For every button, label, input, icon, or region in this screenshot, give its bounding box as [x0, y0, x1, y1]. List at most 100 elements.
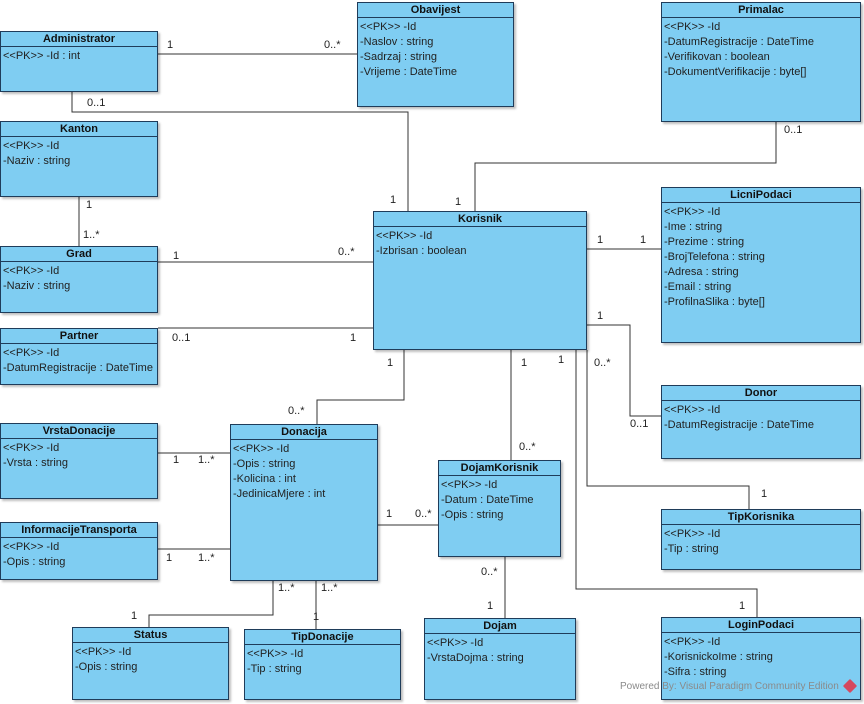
mult-status-donacija-to: 1..*: [278, 582, 295, 594]
class-dojamkorisnik[interactable]: DojamKorisnik <<PK>> -Id -Datum : DateTi…: [438, 460, 561, 557]
attribute: -Vrsta : string: [3, 457, 68, 469]
class-grad[interactable]: Grad <<PK>> -Id -Naziv : string: [0, 246, 158, 313]
class-partner[interactable]: Partner <<PK>> -Id -DatumRegistracije : …: [0, 328, 158, 385]
attribute: <<PK>> -Id: [427, 637, 484, 649]
class-licnipodaci[interactable]: LicniPodaci <<PK>> -Id -Ime : string -Pr…: [661, 187, 861, 343]
class-administrator[interactable]: Administrator <<PK>> -Id : int: [0, 31, 158, 92]
class-donor[interactable]: Donor <<PK>> -Id -DatumRegistracije : Da…: [661, 385, 861, 459]
attribute: -Izbrisan : boolean: [376, 245, 467, 257]
attribute: -DokumentVerifikacije : byte[]: [664, 66, 807, 78]
attribute: <<PK>> -Id: [376, 230, 433, 242]
class-name: Partner: [1, 329, 157, 344]
attribute: <<PK>> -Id: [3, 541, 60, 553]
mult-donacija-dojamkorisnik-to: 0..*: [415, 508, 432, 520]
mult-korisnik-donacija-from: 1: [387, 357, 394, 369]
mult-administrator-korisnik-from: 0..1: [87, 97, 106, 109]
class-dojam[interactable]: Dojam <<PK>> -Id -VrstaDojma : string: [424, 618, 576, 700]
attribute: -DatumRegistracije : DateTime: [3, 362, 153, 374]
assoc-korisnik-donacija: [316, 350, 405, 424]
class-name: TipDonacije: [245, 630, 400, 645]
mult-primalac-korisnik-from: 0..1: [784, 124, 803, 136]
class-status[interactable]: Status <<PK>> -Id -Opis : string: [72, 627, 229, 700]
attribute: -Tip : string: [247, 663, 302, 675]
attribute: <<PK>> -Id: [3, 347, 60, 359]
attribute: -Prezime : string: [664, 236, 745, 248]
mult-korisnik-loginpodaci-to: 1: [739, 600, 746, 612]
class-obavijest[interactable]: Obavijest <<PK>> -Id -Naslov : string -S…: [357, 2, 514, 107]
attribute: -Email : string: [664, 281, 732, 293]
attribute: <<PK>> -Id: [75, 646, 132, 658]
attribute: -Naziv : string: [3, 155, 71, 167]
class-name: Kanton: [1, 122, 157, 137]
attribute: <<PK>> -Id: [360, 21, 417, 33]
mult-korisnik-dojamkorisnik-to: 0..*: [519, 441, 536, 453]
mult-tipdonacije-donacija-from: 1: [313, 611, 320, 623]
mult-korisnik-licnipodaci-to: 1: [640, 234, 647, 246]
attribute: -Opis : string: [3, 556, 66, 568]
visual-paradigm-logo-icon: [842, 679, 857, 694]
attribute: -Tip : string: [664, 543, 719, 555]
attribute: -Opis : string: [233, 458, 296, 470]
class-name: Donacija: [231, 425, 377, 440]
attribute: -Ime : string: [664, 221, 723, 233]
class-name: Donor: [662, 386, 860, 401]
mult-vrstadonacije-donacija-from: 1: [173, 454, 180, 466]
attribute: <<PK>> -Id: [3, 140, 60, 152]
attribute: -Naslov : string: [360, 36, 434, 48]
class-kanton[interactable]: Kanton <<PK>> -Id -Naziv : string: [0, 121, 158, 197]
mult-korisnik-loginpodaci-from: 1: [558, 354, 565, 366]
attribute-list: <<PK>> -Id -Naziv : string: [1, 262, 157, 294]
attribute: <<PK>> -Id : int: [3, 50, 81, 62]
mult-informacijetransporta-donacija-from: 1: [166, 552, 173, 564]
class-name: LoginPodaci: [662, 618, 860, 633]
attribute: <<PK>> -Id: [233, 443, 290, 455]
assoc-administrator-korisnik: [71, 92, 409, 211]
watermark-text: Powered By: Visual Paradigm Community Ed…: [620, 681, 839, 692]
class-primalac[interactable]: Primalac <<PK>> -Id -DatumRegistracije :…: [661, 2, 861, 122]
class-name: TipKorisnika: [662, 510, 860, 525]
attribute: -Opis : string: [441, 509, 504, 521]
mult-vrstadonacije-donacija-to: 1..*: [198, 454, 215, 466]
attribute-list: <<PK>> -Id -Naziv : string: [1, 137, 157, 169]
attribute: -KorisnickoIme : string: [664, 651, 773, 663]
mult-partner-korisnik-to: 1: [350, 332, 357, 344]
mult-administrator-obavijest-from: 1: [167, 39, 174, 51]
class-name: Obavijest: [358, 3, 513, 18]
mult-korisnik-donor-from: 1: [597, 310, 604, 322]
attribute-list: <<PK>> -Id -Tip : string: [662, 525, 860, 557]
attribute: -Adresa : string: [664, 266, 739, 278]
mult-korisnik-donor-to: 0..1: [630, 418, 649, 430]
class-name: Dojam: [425, 619, 575, 634]
class-name: InformacijeTransporta: [1, 523, 157, 538]
attribute: -JedinicaMjere : int: [233, 488, 326, 500]
assoc-primalac-korisnik: [474, 122, 777, 211]
mult-kanton-grad-to: 1..*: [83, 229, 100, 241]
class-tipdonacije[interactable]: TipDonacije <<PK>> -Id -Tip : string: [244, 629, 401, 700]
attribute: <<PK>> -Id: [664, 404, 721, 416]
class-vrstadonacije[interactable]: VrstaDonacije <<PK>> -Id -Vrsta : string: [0, 423, 158, 499]
mult-grad-korisnik-from: 1: [173, 250, 180, 262]
attribute-list: <<PK>> -Id -Datum : DateTime -Opis : str…: [439, 476, 560, 523]
class-name: Primalac: [662, 3, 860, 18]
class-informacijetransporta[interactable]: InformacijeTransporta <<PK>> -Id -Opis :…: [0, 522, 158, 580]
mult-administrator-korisnik-to: 1: [390, 194, 397, 206]
class-korisnik[interactable]: Korisnik <<PK>> -Id -Izbrisan : boolean: [373, 211, 587, 350]
class-loginpodaci[interactable]: LoginPodaci <<PK>> -Id -KorisnickoIme : …: [661, 617, 861, 700]
mult-korisnik-tipkorisnika-to: 1: [761, 488, 768, 500]
class-donacija[interactable]: Donacija <<PK>> -Id -Opis : string -Koli…: [230, 424, 378, 581]
mult-primalac-korisnik-to: 1: [455, 196, 462, 208]
attribute-list: <<PK>> -Id -DatumRegistracije : DateTime: [1, 344, 157, 376]
mult-informacijetransporta-donacija-to: 1..*: [198, 552, 215, 564]
class-name: Status: [73, 628, 228, 643]
mult-donacija-dojamkorisnik-from: 1: [386, 508, 393, 520]
attribute: -ProfilnaSlika : byte[]: [664, 296, 765, 308]
attribute-list: <<PK>> -Id -Ime : string -Prezime : stri…: [662, 203, 860, 310]
attribute: <<PK>> -Id: [441, 479, 498, 491]
assoc-korisnik-tipkorisnika: [586, 350, 750, 509]
attribute-list: <<PK>> -Id -VrstaDojma : string: [425, 634, 575, 666]
mult-partner-korisnik-from: 0..1: [172, 332, 191, 344]
mult-korisnik-donacija-to: 0..*: [288, 405, 305, 417]
mult-grad-korisnik-to: 0..*: [338, 246, 355, 258]
attribute: <<PK>> -Id: [3, 442, 60, 454]
class-tipkorisnika[interactable]: TipKorisnika <<PK>> -Id -Tip : string: [661, 509, 861, 570]
